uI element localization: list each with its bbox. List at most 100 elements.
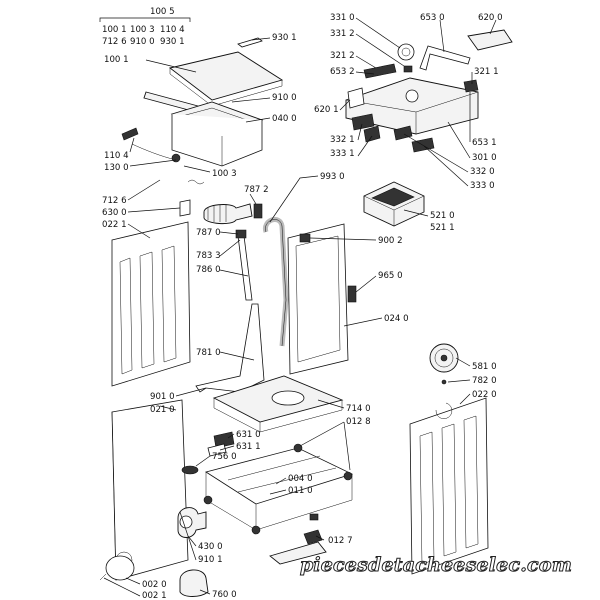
label-3321: 332 1: [330, 135, 355, 145]
valve-part: [253, 203, 263, 219]
rear-frame-part: [299, 233, 311, 243]
selector-right: [393, 125, 413, 141]
knob-310-inner: [401, 47, 411, 57]
label-9101: 910 1: [198, 555, 223, 565]
label-3211: 321 1: [474, 67, 499, 77]
label-7820: 782 0: [472, 376, 497, 386]
label-5211: 521 1: [430, 223, 455, 233]
foot-0127-bracket: [303, 529, 323, 545]
label-6310: 631 0: [236, 430, 261, 440]
leg-front-right: [251, 525, 261, 535]
left-side-panel: [111, 221, 191, 387]
fill-hose-top: [235, 229, 247, 239]
label-3010: 301 0: [472, 153, 497, 163]
right-panel-groove-2: [441, 423, 457, 557]
label-6300: 630 0: [102, 208, 127, 218]
leader-6200: [489, 19, 497, 35]
pulley-5810-hub: [440, 354, 448, 362]
base-tray-hole: [271, 390, 305, 406]
leader-9002: [309, 237, 377, 241]
leader-3321: [357, 123, 363, 141]
leader-5810: [455, 357, 471, 367]
leader-7870: [219, 231, 239, 235]
label-6311: 631 1: [236, 442, 261, 452]
label-9100-a: 910 0: [130, 37, 155, 47]
leader-7126: [127, 179, 161, 201]
foot-0127-sleeve: [269, 541, 327, 565]
label-9100-b: 910 0: [272, 93, 297, 103]
leader-3312: [355, 33, 405, 67]
part-labels: 100 5 100 1 100 3 110 4 712 6 910 0 930 …: [99, 7, 503, 600]
front-panel-edge: [111, 411, 117, 581]
filter-door: [105, 555, 135, 581]
inlet-hose-valve: [203, 203, 253, 225]
leader-0127: [315, 535, 325, 541]
leader-6530: [439, 19, 445, 53]
label-0221: 022 1: [102, 220, 127, 230]
label-0210: 021 0: [150, 405, 175, 415]
leader-6532: [355, 71, 375, 75]
spring-part: [187, 179, 205, 185]
label-0020: 002 0: [142, 580, 167, 590]
pump-filter: [179, 569, 209, 597]
button-right: [463, 79, 479, 93]
switch-part: [171, 153, 181, 163]
leader-5210: [403, 209, 429, 217]
display-board: [467, 29, 513, 51]
leader-6311: [219, 445, 235, 451]
leader-4300: [187, 535, 197, 547]
leader-0128-b: [343, 421, 351, 471]
label-0040: 004 0: [288, 474, 313, 484]
label-3312: 331 2: [330, 29, 355, 39]
leader-3331: [357, 135, 373, 157]
leader-7560: [195, 455, 211, 467]
label-6531: 653 1: [472, 138, 497, 148]
label-5210: 521 0: [430, 211, 455, 221]
label-9930: 993 0: [320, 172, 345, 182]
label-7872: 787 2: [244, 185, 269, 195]
label-1300: 130 0: [104, 163, 129, 173]
label-7600: 760 0: [212, 590, 237, 600]
leader-9301: [251, 37, 271, 41]
leader-7600: [199, 589, 211, 595]
label-9650: 965 0: [378, 271, 403, 281]
label-7810: 781 0: [196, 348, 221, 358]
label-1005: 100 5: [150, 7, 175, 17]
control-panel-face: [345, 91, 479, 134]
clip-7820: [441, 379, 447, 385]
leader-7833: [219, 239, 241, 257]
part-965: [347, 285, 357, 303]
left-panel-groove-2: [139, 251, 155, 369]
leader-0400: [245, 117, 271, 123]
label-7126-a: 712 6: [102, 37, 127, 47]
leader-0221: [127, 223, 151, 239]
label-6530: 653 0: [420, 13, 445, 23]
leader-9930: [269, 175, 319, 223]
leader-0021: [103, 577, 141, 597]
selector-mid: [363, 125, 381, 143]
label-7833: 783 3: [196, 251, 221, 261]
drain-pump-inlet: [179, 515, 193, 529]
leader-3320: [403, 133, 469, 173]
leader-0210: [159, 405, 177, 411]
label-3331: 333 1: [330, 149, 355, 159]
lid-lock: [121, 127, 139, 141]
leader-9100: [231, 97, 271, 103]
label-6200: 620 0: [478, 13, 503, 23]
leader-3330: [423, 145, 469, 187]
leader-9010: [175, 387, 207, 397]
ring-part-c: [435, 402, 453, 419]
leader-0040: [275, 477, 287, 485]
foot-756: [181, 465, 199, 475]
left-panel-groove-3: [161, 245, 177, 363]
pump-bracket: [213, 431, 235, 449]
base-frame-cross: [227, 455, 337, 493]
selector-left: [351, 113, 375, 131]
detergent-dispenser-line: [363, 195, 425, 226]
label-1003-a: 100 3: [130, 25, 155, 35]
leader-lines: [103, 17, 497, 597]
label-7860: 786 0: [196, 265, 221, 275]
label-0110: 011 0: [288, 486, 313, 496]
parts-drawings: [99, 29, 513, 597]
